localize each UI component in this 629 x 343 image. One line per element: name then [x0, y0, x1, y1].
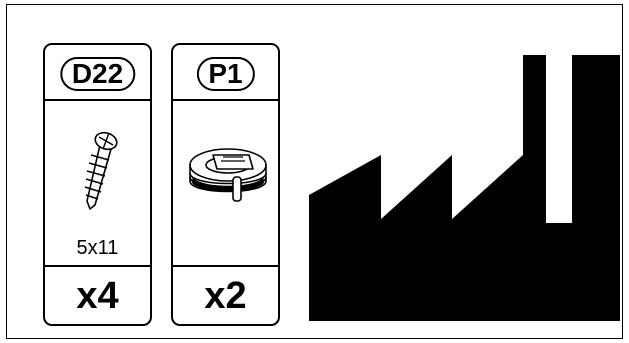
part-card-d22: D22 5x11 x4 — [43, 43, 152, 326]
factory-icon — [309, 55, 620, 321]
part-card-header: D22 — [45, 45, 150, 101]
part-quantity: x4 — [45, 265, 150, 324]
part-code-badge: D22 — [59, 57, 136, 91]
part-card-header: P1 — [173, 45, 278, 101]
parts-panel: D22 5x11 x4 P1 — [6, 4, 623, 339]
screw-icon — [84, 131, 118, 210]
cam-lock-icon — [189, 148, 267, 202]
part-spec: 5x11 — [76, 237, 119, 259]
part-quantity: x2 — [173, 265, 278, 324]
part-code-badge: P1 — [196, 57, 255, 91]
part-card-p1: P1 x2 — [171, 43, 280, 326]
